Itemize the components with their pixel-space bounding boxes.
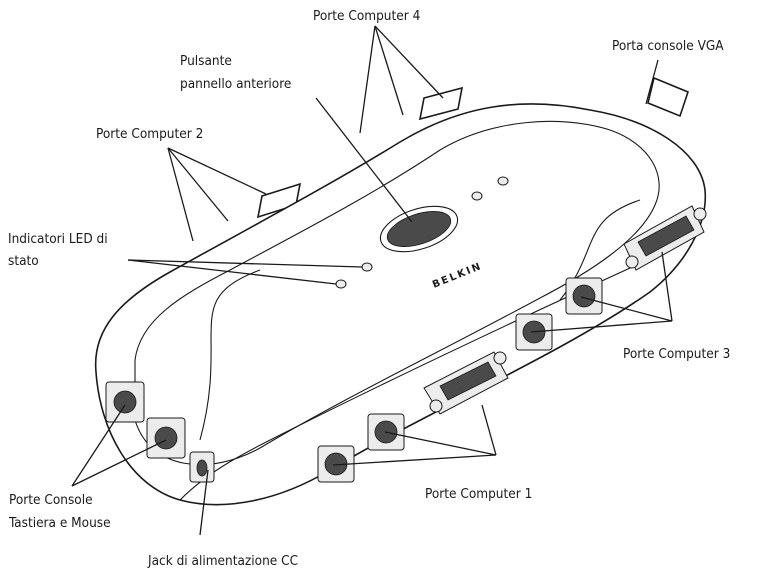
label-computer-3-ports: Porte Computer 3 (623, 346, 730, 362)
label-vga-console-port: Porta console VGA (612, 38, 724, 54)
label-console-ports-line2: Tastiera e Mouse (8, 515, 111, 531)
label-dc-power-jack: Jack di alimentazione CC (147, 553, 298, 569)
console-ports (105, 381, 186, 459)
label-computer-2-ports: Porte Computer 2 (96, 126, 203, 142)
computer-3-ports (515, 205, 707, 351)
label-front-panel-button-line2: pannello anteriore (180, 76, 291, 92)
label-front-panel-button-line1: Pulsante (180, 53, 232, 69)
kvm-switch-device: BELKIN (94, 76, 707, 506)
label-status-leds-line1: Indicatori LED di (8, 231, 108, 247)
front-panel-button (379, 205, 459, 253)
label-computer-4-ports: Porte Computer 4 (313, 8, 421, 24)
leader-lines (71, 25, 673, 536)
label-computer-1-ports: Porte Computer 1 (425, 486, 532, 502)
label-console-ports-line1: Porte Console (9, 492, 93, 508)
computer-1-ports (317, 351, 509, 483)
dc-power-jack (189, 451, 215, 483)
callout-labels: Porte Computer 4 Pulsante pannello anter… (8, 8, 730, 569)
label-status-leds-line2: stato (8, 253, 39, 269)
status-led-indicators (335, 176, 509, 289)
